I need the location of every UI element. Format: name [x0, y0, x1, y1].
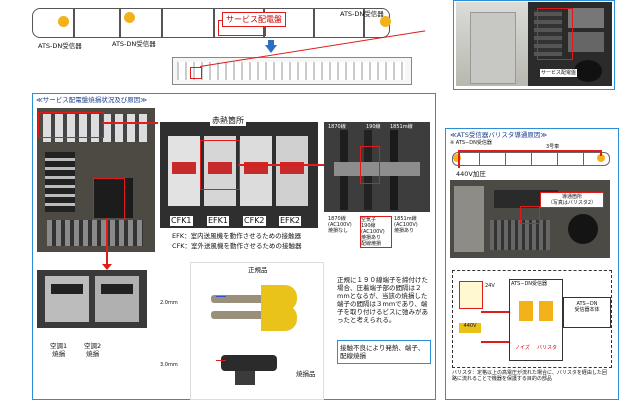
aircon-label: 空調2 焼損 [84, 342, 102, 358]
heat-spot-highlight [200, 140, 240, 190]
heat-spot-label: 赤熱箇所 [210, 116, 246, 126]
car-floor-plan [172, 57, 412, 85]
terminal-wiring-photo [324, 122, 430, 212]
voltage-label: 440V加圧 [456, 170, 486, 178]
conduct-spot-highlight [520, 206, 540, 224]
voltage-source-box: 440V [459, 323, 481, 333]
panel-highlight [537, 8, 573, 60]
wire-tag: 1851m線 [390, 124, 413, 130]
receiver-body-box: ATS−DN 受信器本体 [563, 297, 611, 328]
wire-note: 空気子 190線 (AC100V) 焼損あり 配線焼損 [360, 216, 392, 248]
arrow-down-icon [268, 40, 274, 46]
circuit-line [481, 311, 509, 313]
receiver-photo [450, 180, 610, 258]
dimension-line [216, 360, 226, 361]
train-strip [452, 152, 610, 166]
contactor-label: CFK2 [243, 216, 266, 226]
legend-noise: ノイズ [515, 345, 530, 351]
noise-source-box [459, 281, 483, 309]
ats-label: ATS-DN受信器 [340, 10, 384, 18]
dimension-line [216, 296, 226, 297]
photo-caption: サービス配電盤 [540, 69, 578, 77]
ats-receiver-marker-icon [58, 16, 69, 27]
aircon-label: 空調1 焼損 [50, 342, 68, 358]
legend-varistor: バリスタ [537, 345, 558, 351]
contactor-label: EFK1 [207, 216, 229, 226]
voltage-label: 24V [485, 283, 495, 289]
varistor-note: バリスタ：定格以上の高電圧が流れた場合に、バリスタを経由した回路に流れることで機… [452, 370, 607, 382]
ats-receiver-marker-icon [597, 154, 605, 162]
car-number: 3号車 [546, 144, 560, 150]
ats-receiver-marker-icon [124, 12, 135, 23]
callout-arrow [102, 122, 158, 124]
varistor-icon [519, 301, 533, 321]
train-car [162, 8, 214, 38]
train-car [74, 8, 120, 38]
ats-receiver-marker-icon [380, 16, 391, 27]
floor-plan-highlight [190, 67, 202, 79]
top-right-photo-frame [453, 0, 615, 90]
conduct-spot-label: 導通箇所 （写真はバリスタ2） [540, 192, 604, 208]
ats-label: ATS-DN受信器 [38, 42, 82, 50]
genuine-label: 正規品 [248, 266, 268, 274]
contactor-label: EFK2 [279, 216, 301, 226]
receiver-unit-box [509, 279, 563, 361]
circuit-line [458, 150, 600, 152]
service-panel-label: サービス配電盤 [222, 12, 286, 27]
callout-arrow [238, 164, 324, 166]
crimp-terminal-photo [190, 262, 324, 400]
arrow-down-icon [265, 45, 277, 53]
ats-receiver-marker-icon [453, 154, 461, 162]
ats-label: ATS-DN受信器 [112, 40, 156, 48]
dimension-label: 2.0mm [160, 300, 178, 306]
wire-tag: 190線 [366, 124, 381, 130]
ats-legend: ※ ATS−DN受信器 [450, 140, 492, 146]
wire-note: 1851m線 (AC100V) 焼損あり [394, 216, 418, 234]
wire-tag: 1870線 [328, 124, 346, 130]
burn-area-highlight [93, 178, 125, 220]
conclusion-box: 接触不良により発熱、端子、配線焼損 [337, 340, 431, 364]
wire-note: 1870線 (AC100V) 焼損なし [328, 216, 352, 234]
circuit-line [481, 341, 509, 343]
varistor-icon [539, 301, 553, 321]
cabinet-door-photo [456, 2, 528, 86]
panel-title: ≪ATS受信器バリスタ導通原因≫ [450, 131, 548, 139]
circuit-line [458, 150, 460, 168]
circuit-diagram: ATS−DN受信器 ATS−DN 受信器本体 440V 24V ノイズ バリスタ [452, 270, 612, 368]
aircon-contactor-photo [37, 270, 147, 328]
contactor-label: CFK1 [170, 216, 193, 226]
cfk-description: CFK：室外送風機を動作させるための接触器 [172, 242, 302, 250]
train-car [314, 8, 364, 38]
explanation-text: 正規に１９０線端子を締付けた場合、圧着端子部の間隔は２mmとなるが、当該の焼損し… [337, 276, 428, 324]
dimension-label: 3.0mm [160, 362, 178, 368]
burn-area-highlight [38, 112, 104, 138]
switchboard-photo [37, 108, 155, 252]
burnt-label: 焼損品 [296, 370, 316, 378]
burnt-wire-highlight [360, 146, 380, 184]
callout-arrow [106, 218, 108, 266]
diagram-label: ATS−DN受信器 [511, 281, 548, 287]
circuit-line [600, 150, 602, 156]
arrow-down-icon [102, 264, 112, 270]
panel-title: ≪サービス配電盤焼損状況及び原因≫ [36, 96, 148, 104]
efk-description: EFK：室内送風機を動作させるための接触器 [172, 232, 302, 240]
